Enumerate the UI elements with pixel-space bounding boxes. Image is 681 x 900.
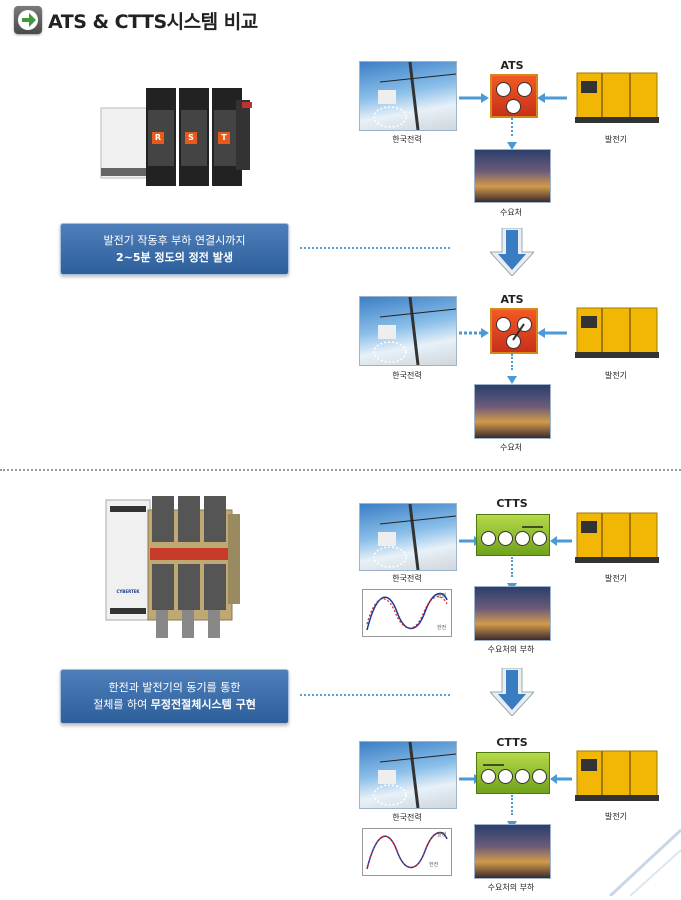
ats-box — [490, 74, 538, 118]
load-photo — [474, 384, 551, 439]
section-divider — [0, 469, 681, 471]
generator-photo — [571, 507, 663, 565]
generator-label: 발전기 — [604, 574, 628, 583]
device-badge: CYBERTEK — [116, 589, 140, 594]
load-photo — [474, 824, 551, 879]
ats-info-panel: 발전기 작동후 부하 연결시까지 2~5분 정도의 정전 발생 — [60, 223, 289, 275]
arrow-left-icon — [550, 531, 572, 546]
ctts-panel-connector — [300, 694, 450, 696]
arrow-left-icon — [537, 323, 567, 338]
ctts-box — [476, 752, 550, 794]
ats-down-connector — [511, 354, 513, 370]
ctts-panel-line2-prefix: 절체를 하여 — [93, 698, 151, 711]
utility-photo — [359, 61, 457, 131]
arrow-down-icon — [488, 227, 536, 277]
ctts-down-connector — [511, 795, 513, 815]
arrow-right-icon — [14, 6, 42, 34]
utility-photo — [359, 741, 457, 809]
arrow-down-icon — [507, 369, 517, 384]
load-label: 수요처의 부하 — [487, 883, 535, 892]
arrow-left-icon — [550, 769, 572, 784]
arrow-down-icon — [488, 667, 536, 717]
corner-decoration — [600, 820, 681, 898]
utility-photo — [359, 503, 457, 571]
arrow-down-icon — [507, 576, 517, 591]
generator-photo — [571, 67, 663, 125]
ats-down-connector — [511, 118, 513, 136]
arrow-right-dotted-icon — [459, 323, 489, 338]
load-label: 수요처의 부하 — [487, 645, 535, 654]
ctts-down-connector — [511, 557, 513, 577]
wave-label-gen: 발전 — [437, 593, 447, 599]
sync-waveform: 발전 한전 — [362, 828, 452, 876]
ctts-info-panel: 한전과 발전기의 동기를 통한 절체를 하여 무정전절체시스템 구현 — [60, 669, 289, 724]
ctts-box-label: CTTS — [496, 736, 528, 749]
ats-panel-line1: 발전기 작동후 부하 연결시까지 — [103, 234, 246, 247]
ctts-switch-device: CYBERTEK — [104, 490, 244, 640]
page-title: ATS & CTTS시스템 비교 — [48, 11, 258, 33]
ats-box-label: ATS — [500, 59, 524, 72]
sync-waveform: 발전 한전 — [362, 589, 452, 637]
ats-panel-line2: 2~5분 정도의 정전 발생 — [116, 251, 233, 264]
utility-photo — [359, 296, 457, 366]
load-label: 수요처 — [499, 208, 523, 217]
generator-label: 발전기 — [604, 371, 628, 380]
ats-switch-device: R S T — [96, 80, 256, 190]
ctts-box-label: CTTS — [496, 497, 528, 510]
arrow-down-icon — [507, 814, 517, 829]
wave-label-kepco: 한전 — [437, 625, 447, 631]
ats-box-label: ATS — [500, 293, 524, 306]
generator-photo — [571, 302, 663, 360]
utility-label: 한국전력 — [392, 371, 422, 380]
utility-label: 한국전력 — [392, 135, 422, 144]
arrow-down-icon — [507, 135, 517, 150]
utility-label: 한국전력 — [392, 574, 422, 583]
arrow-right-icon — [459, 88, 489, 103]
load-photo — [474, 149, 551, 203]
generator-photo — [571, 745, 663, 803]
ctts-box — [476, 514, 550, 556]
generator-label: 발전기 — [604, 135, 628, 144]
ctts-panel-line1: 한전과 발전기의 동기를 통한 — [108, 681, 241, 694]
utility-label: 한국전력 — [392, 813, 422, 822]
load-label: 수요처 — [499, 443, 523, 452]
wave-label-kepco: 한전 — [429, 862, 439, 868]
load-photo — [474, 586, 551, 641]
switch-label-r: R — [152, 132, 164, 144]
switch-label-s: S — [185, 132, 197, 144]
ctts-panel-line2-bold: 무정전절체시스템 구현 — [150, 698, 256, 711]
generator-label: 발전기 — [604, 812, 628, 821]
switch-label-t: T — [218, 132, 230, 144]
ats-panel-connector — [300, 247, 450, 249]
arrow-left-icon — [537, 88, 567, 103]
wave-label-gen: 발전 — [437, 832, 447, 838]
ats-box — [490, 308, 538, 354]
